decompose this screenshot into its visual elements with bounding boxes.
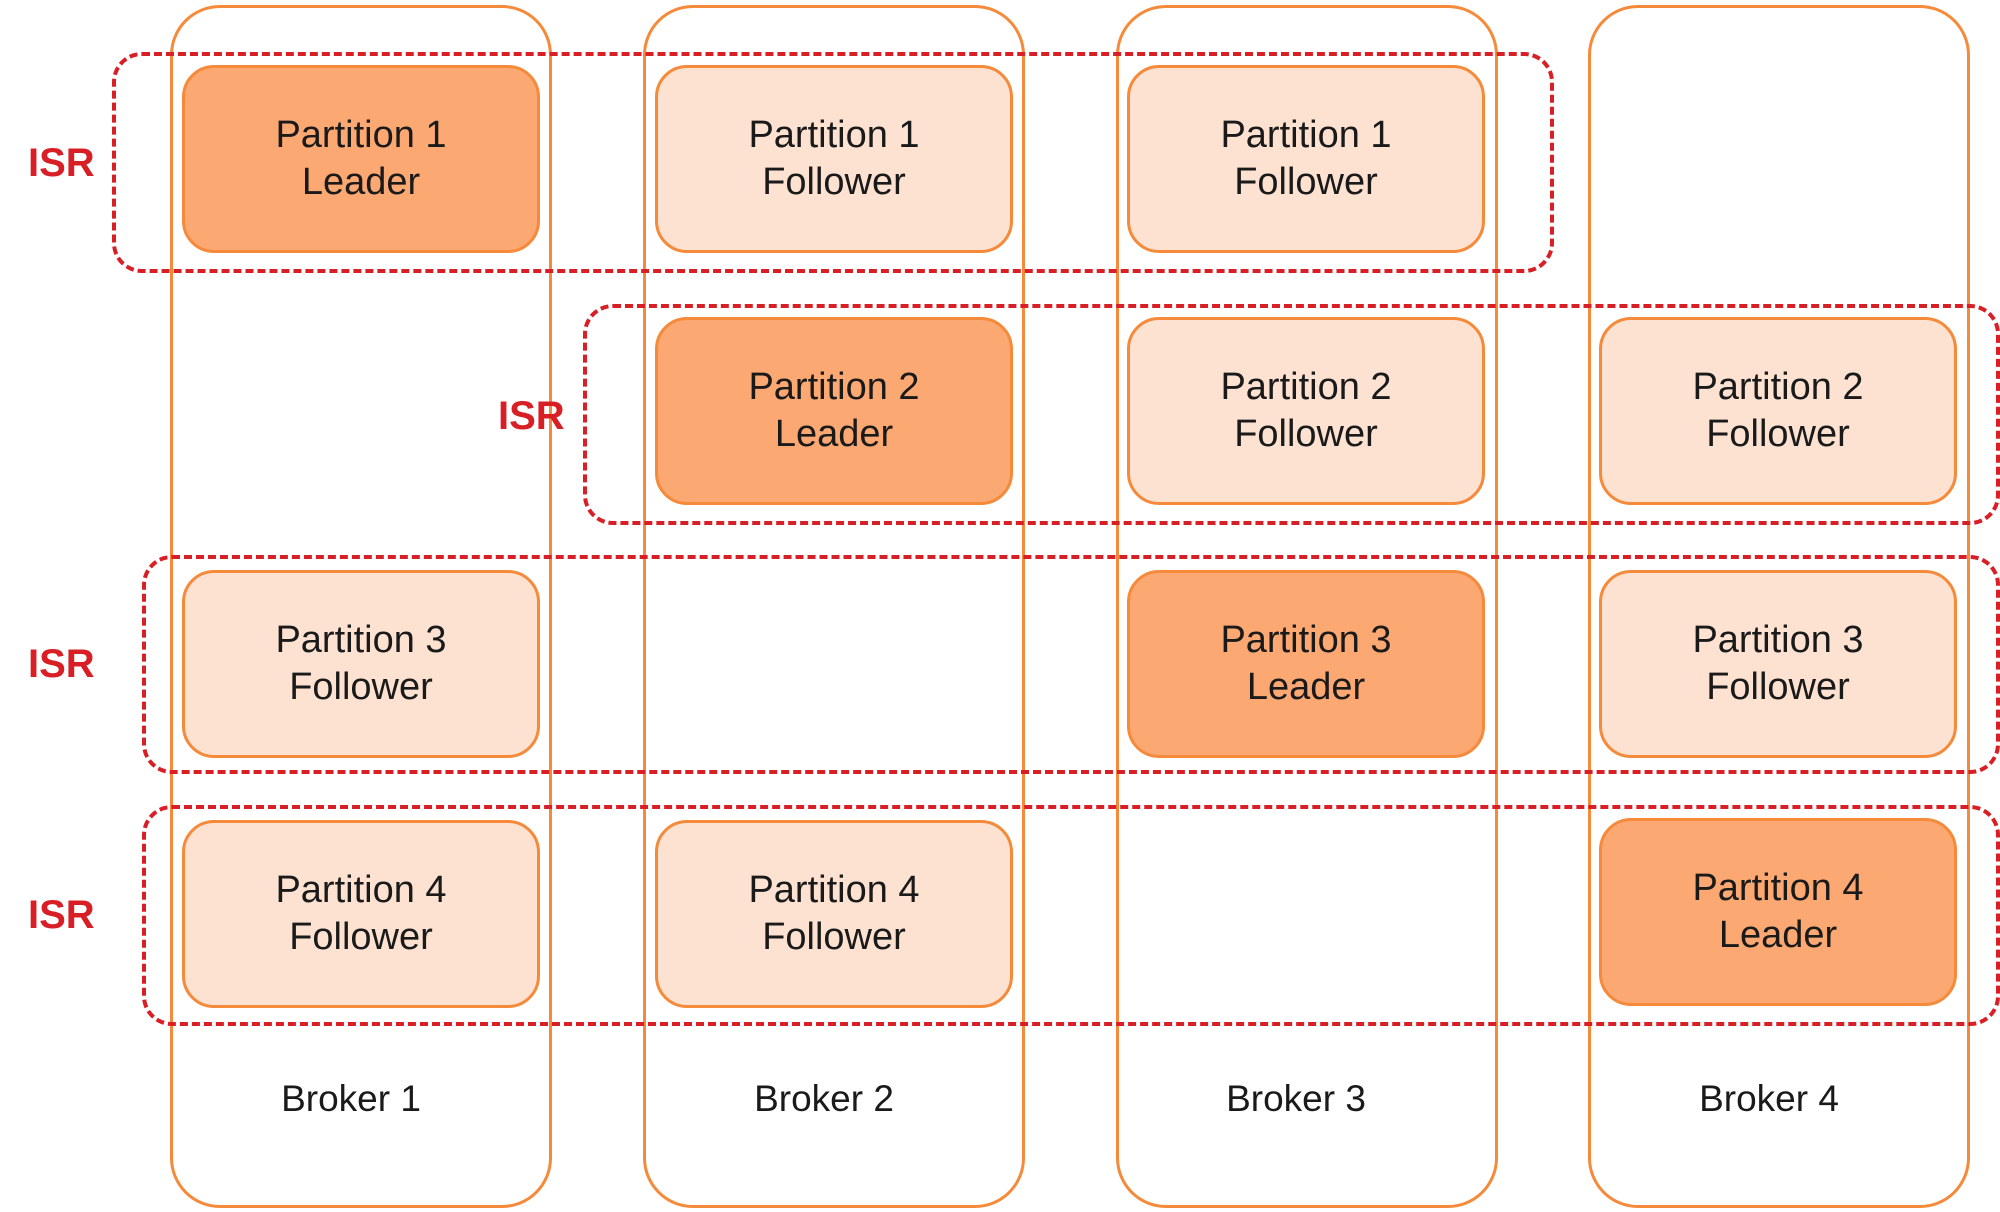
broker-4-label: Broker 4 xyxy=(1699,1078,1839,1119)
isr-group-partition-1 xyxy=(112,52,1554,273)
isr-group-partition-2 xyxy=(583,304,2000,525)
isr-label-partition-2: ISR xyxy=(498,394,565,438)
replica-role-label: Follower xyxy=(1234,413,1378,455)
isr-group-partition-3 xyxy=(142,555,2000,774)
replica-partition-label: Partition 3 xyxy=(1220,619,1392,661)
replica-role-label: Leader xyxy=(301,161,421,203)
isr-group-partition-4 xyxy=(142,805,2000,1026)
replica-partition-label: Partition 3 xyxy=(1692,619,1864,661)
replica-role-label: Follower xyxy=(762,161,906,203)
broker-3-column xyxy=(1116,5,1498,1208)
replica-role-label: Follower xyxy=(289,916,433,958)
partition-2-leader-broker-2: Partition 2 Leader xyxy=(655,317,1013,505)
replica-role-label: Follower xyxy=(1234,161,1378,203)
replica-role-label: Leader xyxy=(1718,914,1838,956)
isr-label-partition-4: ISR xyxy=(28,893,95,937)
partition-3-follower-broker-1: Partition 3 Follower xyxy=(182,570,540,758)
replica-role-label: Follower xyxy=(762,916,906,958)
replica-role-label: Follower xyxy=(289,666,433,708)
replica-partition-label: Partition 4 xyxy=(748,869,920,911)
replica-partition-label: Partition 2 xyxy=(1692,366,1864,408)
replica-partition-label: Partition 1 xyxy=(275,114,447,156)
partition-2-follower-broker-4: Partition 2 Follower xyxy=(1599,317,1957,505)
partition-1-leader-broker-1: Partition 1 Leader xyxy=(182,65,540,253)
broker-4-column xyxy=(1588,5,1970,1208)
partition-4-leader-broker-4: Partition 4 Leader xyxy=(1599,818,1957,1006)
broker-1-label: Broker 1 xyxy=(281,1078,421,1119)
partition-4-follower-broker-1: Partition 4 Follower xyxy=(182,820,540,1008)
replica-partition-label: Partition 1 xyxy=(1220,114,1392,156)
partition-3-leader-broker-3: Partition 3 Leader xyxy=(1127,570,1485,758)
isr-label-partition-1: ISR xyxy=(28,141,95,185)
partition-4-follower-broker-2: Partition 4 Follower xyxy=(655,820,1013,1008)
replica-partition-label: Partition 2 xyxy=(748,366,920,408)
replica-role-label: Follower xyxy=(1706,413,1850,455)
broker-2-label: Broker 2 xyxy=(754,1078,894,1119)
isr-label-partition-3: ISR xyxy=(28,642,95,686)
replica-partition-label: Partition 1 xyxy=(748,114,920,156)
partition-1-follower-broker-2: Partition 1 Follower xyxy=(655,65,1013,253)
replica-role-label: Follower xyxy=(1706,666,1850,708)
partition-3-follower-broker-4: Partition 3 Follower xyxy=(1599,570,1957,758)
broker-2-column xyxy=(643,5,1025,1208)
replica-partition-label: Partition 3 xyxy=(275,619,447,661)
partition-1-follower-broker-3: Partition 1 Follower xyxy=(1127,65,1485,253)
broker-1-column xyxy=(170,5,552,1208)
partition-2-follower-broker-3: Partition 2 Follower xyxy=(1127,317,1485,505)
replica-role-label: Leader xyxy=(774,413,894,455)
replica-partition-label: Partition 2 xyxy=(1220,366,1392,408)
replica-role-label: Leader xyxy=(1246,666,1366,708)
replica-partition-label: Partition 4 xyxy=(1692,867,1864,909)
broker-3-label: Broker 3 xyxy=(1226,1078,1366,1119)
replica-partition-label: Partition 4 xyxy=(275,869,447,911)
